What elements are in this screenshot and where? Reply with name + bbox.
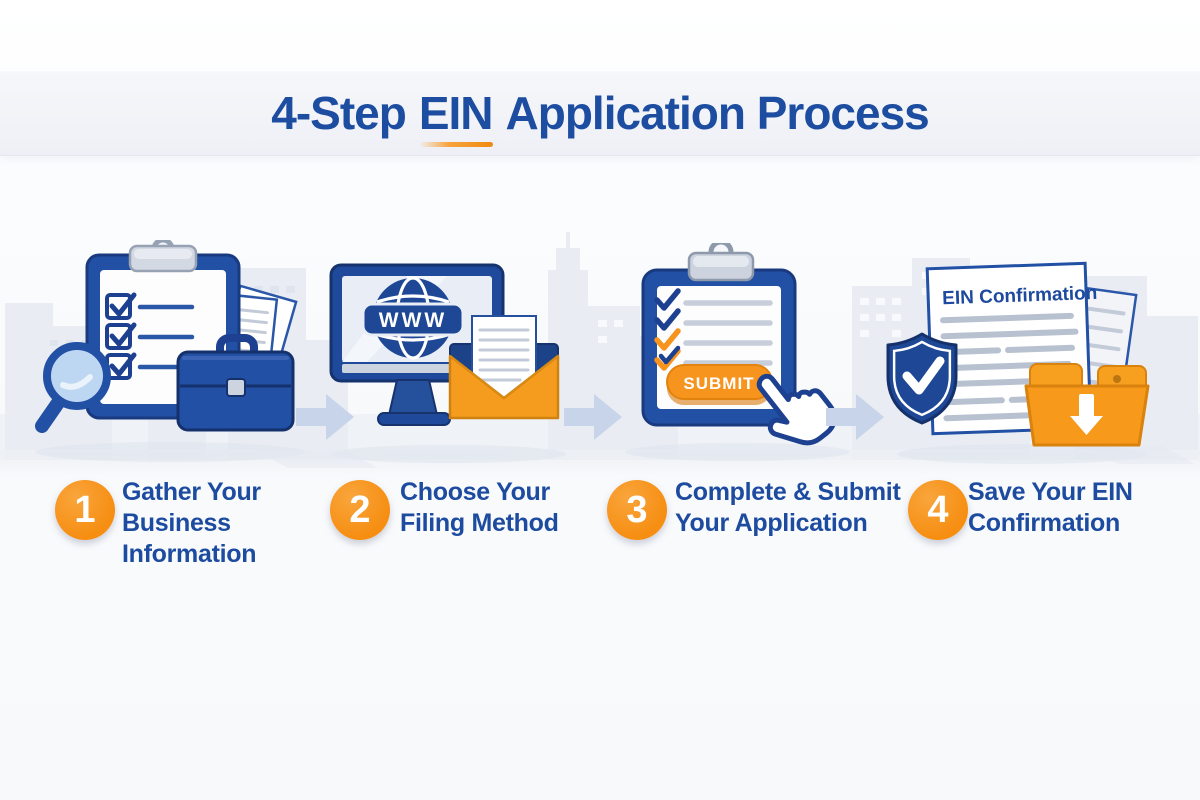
step2-illustration: WWW — [329, 263, 560, 426]
step2-number-badge: 2 — [330, 480, 390, 540]
www-banner — [361, 302, 465, 337]
envelope-letter-icon — [448, 315, 560, 420]
step4-illustration: EIN Confirmation — [886, 261, 1150, 447]
step1-label: Gather Your Business Information — [122, 478, 261, 568]
www-text: WWW — [379, 309, 447, 332]
step2-number: 2 — [349, 488, 371, 531]
step3-label: Complete & Submit Your Application — [675, 478, 901, 537]
submit-button-label: SUBMIT — [683, 374, 754, 393]
title-suffix: Application Process — [505, 87, 930, 139]
checkmarks — [654, 288, 681, 371]
form-lines — [683, 300, 773, 366]
title-band: 4-Step EIN Application Process — [0, 70, 1200, 156]
step1-number: 1 — [74, 488, 96, 531]
step1-number-badge: 1 — [55, 480, 115, 540]
step3-number-badge: 3 — [607, 480, 667, 540]
briefcase-icon — [176, 334, 295, 432]
hand-cursor-icon — [756, 373, 837, 446]
ground-shadows — [35, 442, 1195, 468]
shield-check-icon — [886, 332, 958, 425]
submit-button: SUBMIT — [666, 364, 773, 405]
step4-label: Save Your EIN Confirmation — [968, 478, 1133, 537]
magnifying-glass-icon — [35, 342, 111, 433]
flow-arrow-icon — [564, 394, 622, 440]
title-prefix: 4-Step — [271, 87, 407, 139]
flow-arrow-icon — [296, 394, 354, 440]
step4-number: 4 — [927, 488, 949, 531]
step2-label: Choose Your Filing Method — [400, 478, 559, 537]
step3-number: 3 — [626, 488, 648, 531]
download-arrow-icon — [1070, 394, 1103, 435]
step1-illustration — [35, 240, 298, 433]
checklist-rows — [105, 292, 195, 380]
download-folder-icon — [1024, 363, 1150, 447]
step3-illustration: SUBMIT — [641, 243, 837, 446]
page-title: 4-Step EIN Application Process — [271, 86, 930, 147]
flow-arrow-icon — [826, 394, 884, 440]
step4-number-badge: 4 — [908, 480, 968, 540]
title-highlight: EIN — [418, 87, 494, 147]
